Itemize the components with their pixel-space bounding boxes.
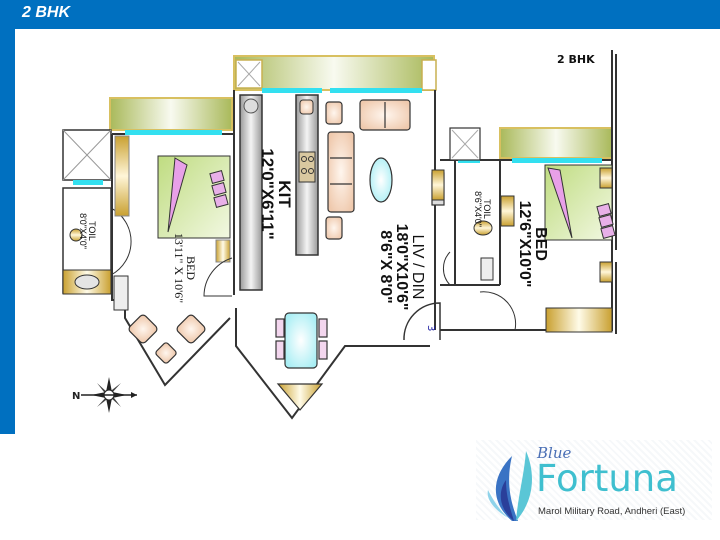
dining-furniture xyxy=(275,312,328,411)
bedroom1-furniture xyxy=(113,135,233,364)
logo-address: Marol Military Road, Andheri (East) xyxy=(538,506,686,517)
room-label-bedroom2: BED 12'6"X10'0" xyxy=(516,200,549,288)
bedroom2-furniture xyxy=(431,127,616,333)
svg-text:N: N xyxy=(72,391,80,402)
toilet-left xyxy=(62,129,132,295)
balcony-right xyxy=(499,127,613,159)
balcony-left xyxy=(109,97,233,131)
plan-type-label: 2 BHK xyxy=(557,53,595,66)
room-label-kitchen: KIT 12'0"X6'11" xyxy=(258,148,294,240)
flame-leaf-icon xyxy=(487,451,532,521)
living-furniture xyxy=(325,99,445,240)
svg-text:3: 3 xyxy=(425,325,436,331)
logo-script: Blue xyxy=(537,444,572,462)
room-label-toilet1: TOIL 8'0"X4'0" xyxy=(78,213,97,249)
balcony-top xyxy=(233,55,437,91)
entry-door: 3 xyxy=(403,302,441,341)
side-accent-bar xyxy=(0,29,15,434)
logo-background xyxy=(476,440,712,520)
brand-logo: Blue Fortuna Marol Military Road, Andher… xyxy=(476,440,716,535)
compass-icon: N xyxy=(72,377,137,413)
kitchen-furniture xyxy=(239,94,319,291)
header-bar: 2 BHK xyxy=(0,0,720,29)
room-label-living-dining: LIV / DIN 18'0"X10'6" 8'6"X 8'0" xyxy=(377,223,426,311)
room-label-bedroom1: BED 13'11" X 10'6" xyxy=(172,232,198,304)
room-label-toilet2: TOIL 8'6"X4'0" xyxy=(473,191,492,227)
logo-name: Fortuna xyxy=(536,457,678,500)
page-title: 2 BHK xyxy=(22,4,71,21)
floor-plan: 3 N xyxy=(62,50,617,420)
